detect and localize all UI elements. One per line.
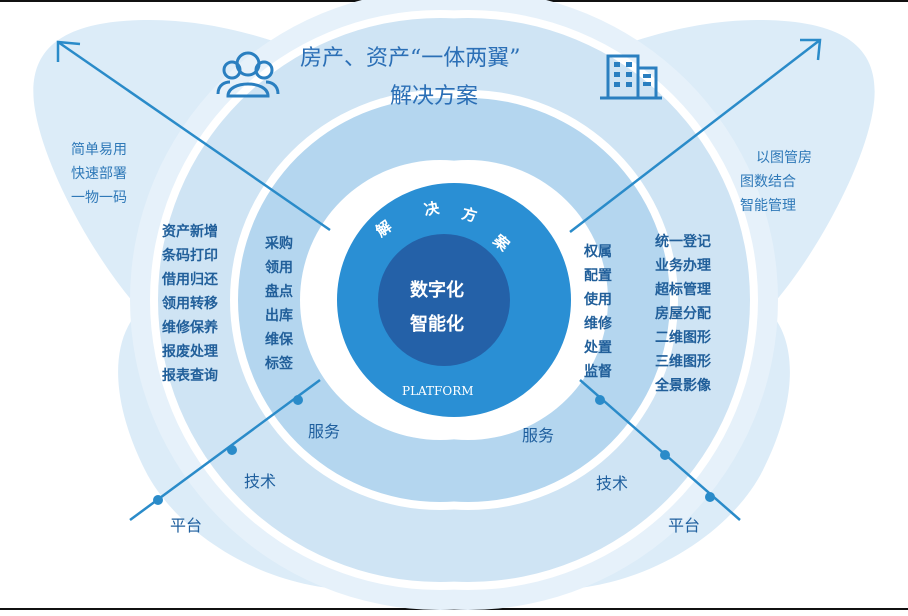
list-item: 以图管房: [756, 150, 812, 166]
users-icon: [216, 51, 280, 98]
list-item: 维修: [584, 316, 612, 332]
list-item: 快速部署: [71, 166, 127, 182]
right-outer-list: 以图管房 图数结合 智能管理: [740, 146, 812, 218]
right-tech-label: 技术: [596, 474, 629, 493]
title-line1: 房产、资产“一体两翼”: [300, 46, 521, 71]
core-line1: 数字化: [410, 280, 464, 301]
title-line2: 解决方案: [390, 84, 479, 109]
list-item: 三维图形: [655, 354, 711, 370]
list-item: 领用: [265, 260, 293, 276]
list-item: 借用归还: [162, 272, 218, 288]
list-item: 采购: [265, 236, 293, 252]
list-item: 盘点: [265, 284, 293, 300]
list-item: 权属: [584, 244, 612, 260]
building-icon: [600, 54, 662, 100]
list-item: 出库: [265, 308, 293, 324]
list-item: 报表查询: [162, 368, 218, 384]
list-item: 统一登记: [655, 234, 711, 250]
platform-label: PLATFORM: [402, 384, 474, 398]
list-item: 配置: [584, 268, 612, 284]
list-item: 维保: [265, 332, 293, 348]
list-item: 一物一码: [71, 190, 127, 206]
core-inner: [378, 234, 510, 366]
list-item: 维修保养: [162, 320, 218, 336]
right-platform-label: 平台: [668, 516, 701, 535]
right-middle-list: 统一登记 业务办理 超标管理 房屋分配 二维图形 三维图形 全景影像: [655, 230, 711, 398]
list-item: 处置: [584, 340, 612, 356]
left-service-label: 服务: [308, 422, 341, 441]
list-item: 标签: [265, 356, 293, 372]
core-line2: 智能化: [410, 314, 464, 335]
right-service-label: 服务: [522, 426, 555, 445]
list-item: 使用: [584, 292, 612, 308]
list-item: 条码打印: [162, 248, 218, 264]
list-item: 房屋分配: [655, 306, 711, 322]
list-item: 超标管理: [655, 282, 711, 298]
list-item: 二维图形: [655, 330, 711, 346]
list-item: 领用转移: [162, 296, 218, 312]
list-item: 业务办理: [655, 258, 711, 274]
left-middle-list: 资产新增 条码打印 借用归还 领用转移 维修保养 报废处理 报表查询: [162, 220, 218, 388]
left-outer-list: 简单易用 快速部署 一物一码: [55, 138, 127, 210]
list-item: 智能管理: [740, 198, 796, 214]
left-platform-label: 平台: [170, 516, 203, 535]
list-item: 简单易用: [71, 142, 127, 158]
list-item: 资产新增: [162, 224, 218, 240]
list-item: 报废处理: [162, 344, 218, 360]
list-item: 全景影像: [655, 378, 711, 394]
left-tech-label: 技术: [244, 472, 277, 491]
left-inner-list: 采购 领用 盘点 出库 维保 标签: [265, 232, 293, 376]
list-item: 图数结合: [740, 174, 796, 190]
right-inner-list: 权属 配置 使用 维修 处置 监督: [584, 240, 612, 384]
list-item: 监督: [584, 364, 612, 380]
